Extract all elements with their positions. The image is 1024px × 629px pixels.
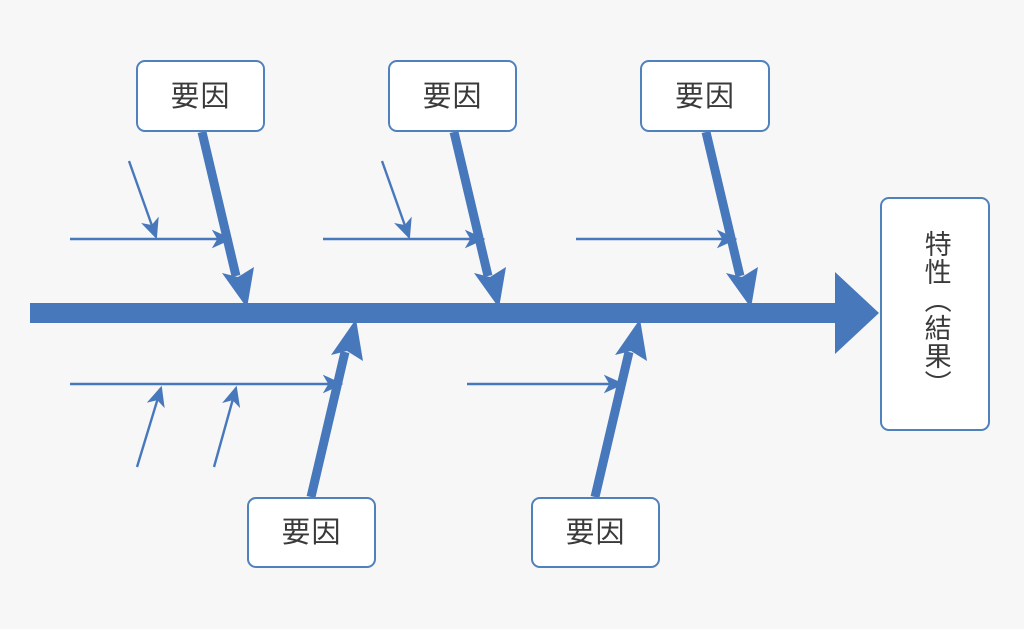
factor-label-bottom-1: 要因 bbox=[281, 515, 342, 549]
factor-box-top-1[interactable]: 要因 bbox=[136, 60, 265, 132]
factor-label-top-2: 要因 bbox=[422, 78, 483, 113]
factor-label-bottom-2: 要因 bbox=[565, 515, 626, 549]
effect-result-box[interactable]: 特性（結果） bbox=[880, 197, 990, 431]
branch-bottom-2 bbox=[590, 319, 647, 499]
branch-top-3 bbox=[701, 130, 758, 308]
main-spine-group bbox=[30, 272, 879, 354]
factor-label-top-3: 要因 bbox=[674, 78, 735, 113]
main-spine-bar bbox=[30, 303, 837, 323]
effect-result-label: 特性（結果） bbox=[919, 230, 951, 398]
sub-arrow-top-1 bbox=[127, 160, 159, 240]
main-spine-arrowhead bbox=[835, 272, 879, 354]
sub-arrow-bottom-2 bbox=[212, 385, 241, 468]
factor-box-top-3[interactable]: 要因 bbox=[640, 60, 770, 132]
factor-box-top-2[interactable]: 要因 bbox=[388, 60, 517, 132]
branch-bottom-1 bbox=[306, 319, 363, 499]
sub-arrow-bottom-1 bbox=[135, 385, 165, 468]
branch-top-1 bbox=[197, 130, 254, 308]
factor-box-bottom-2[interactable]: 要因 bbox=[531, 497, 660, 568]
factor-label-top-1: 要因 bbox=[170, 78, 231, 113]
branch-top-2 bbox=[449, 130, 506, 308]
factor-box-bottom-1[interactable]: 要因 bbox=[247, 497, 376, 568]
sub-arrow-top-2 bbox=[380, 160, 412, 240]
